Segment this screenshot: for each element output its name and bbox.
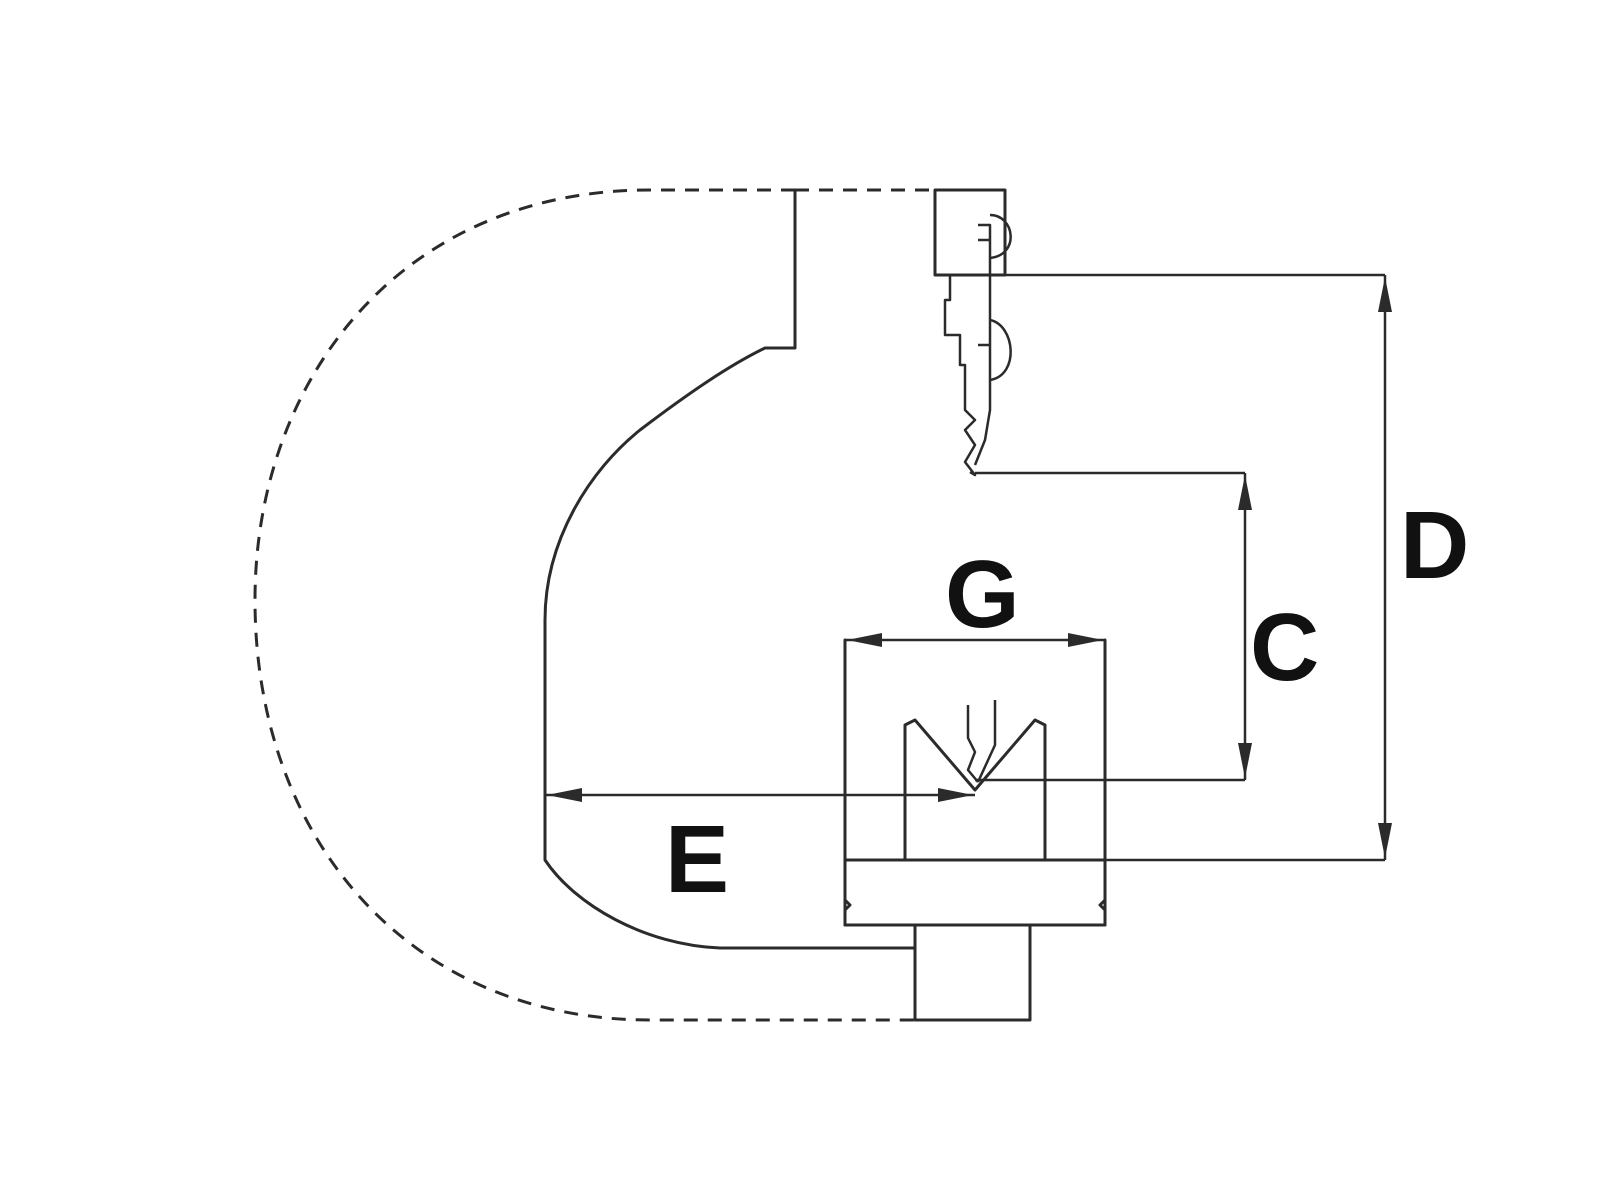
die-block [843,638,1107,927]
g-arrow-right [1068,633,1103,647]
g-arrow-left [847,633,882,647]
d-arrow-top [1378,277,1392,312]
clamp-screw-top [989,213,1012,260]
upper-tool-plate [973,223,992,466]
upper-tool-clamp [943,275,977,477]
throat-contour [543,188,917,950]
punch-tip [966,700,997,783]
c-arrow-top [1238,475,1252,510]
dimension-label-d: D [1400,492,1469,599]
clamp-screw-bottom [989,318,1012,382]
c-arrow-bottom [1238,743,1252,778]
dimension-label-c: C [1250,594,1319,701]
ram-block [933,188,1007,277]
frame-outline-dashed [253,188,1030,1022]
die-holder-sides [843,858,1107,927]
clamp-detail [978,238,990,347]
d-arrow-bottom [1378,823,1392,858]
v-die [903,718,1047,862]
dimension-label-e: E [665,806,729,913]
dimension-label-g: G [945,541,1020,648]
e-arrow-left [547,788,582,802]
e-arrow-right [938,788,973,802]
lower-bed-block [913,923,1032,1022]
